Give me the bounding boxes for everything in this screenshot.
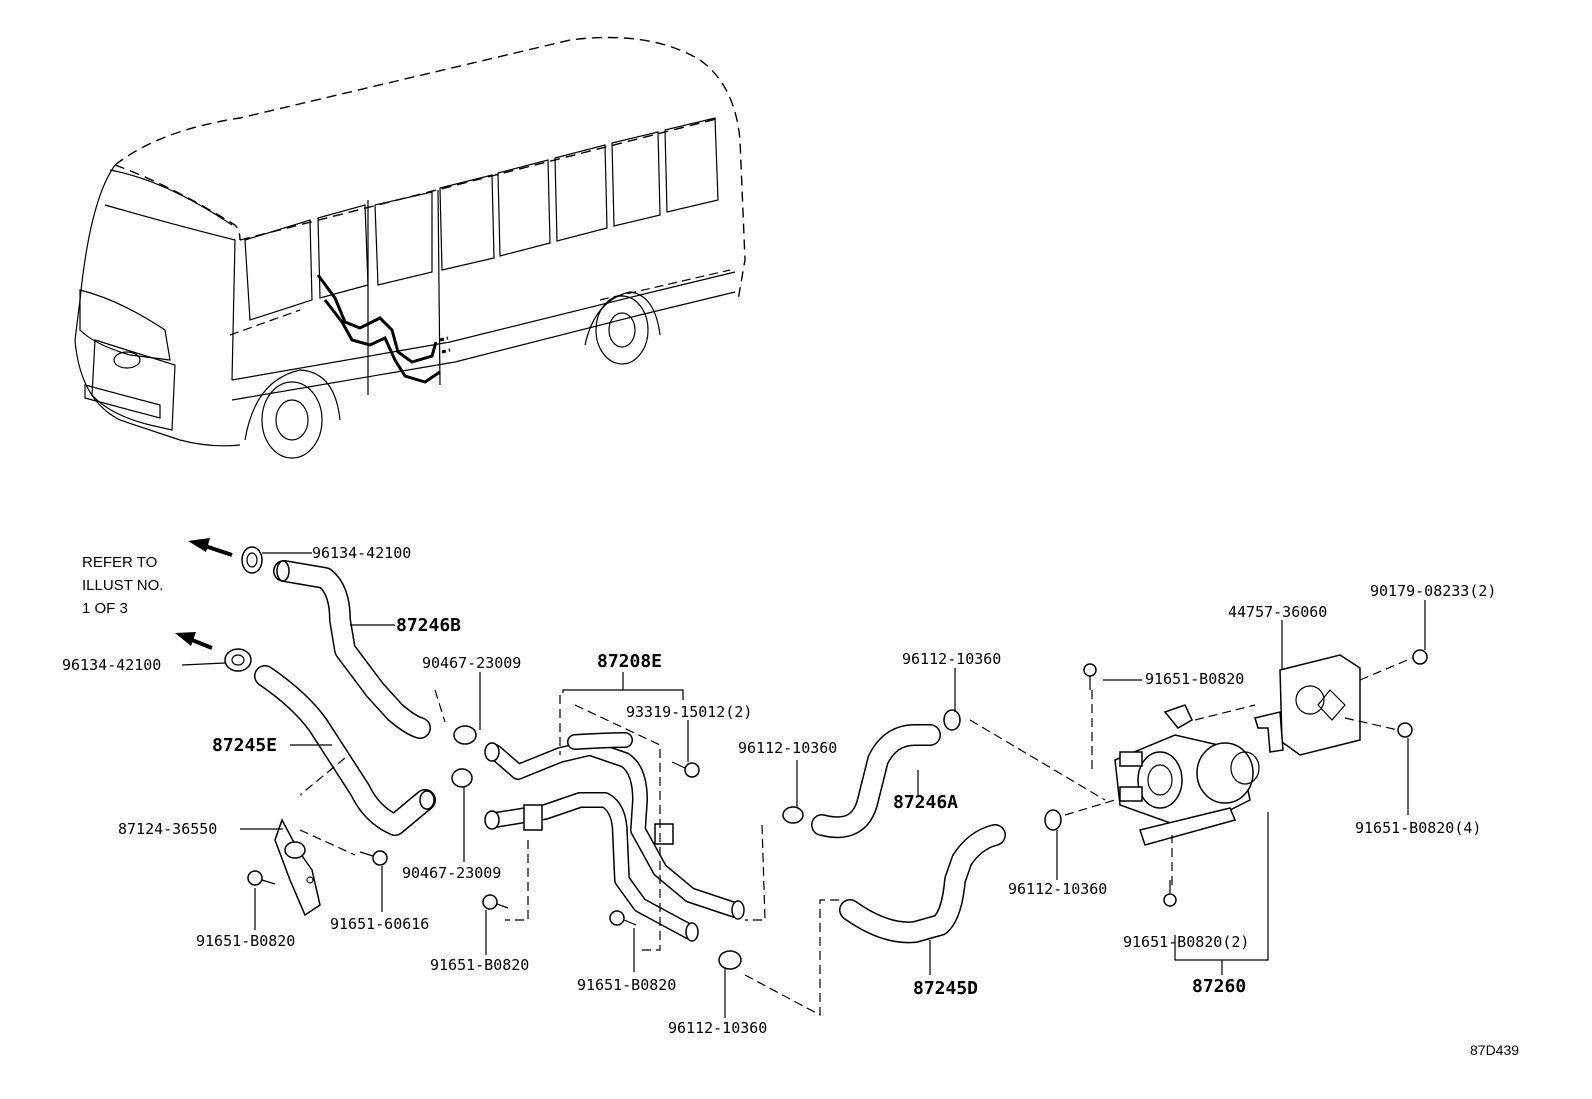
part-labels: 96134-42100 96134-42100 87246B 87245E 90… (62, 544, 1519, 1058)
label-pump-87260: 87260 (1192, 976, 1246, 997)
water-pump-87260 (1114, 704, 1260, 846)
label-clamp-top: 96134-42100 (312, 544, 411, 562)
label-bracket-44757: 44757-36060 (1228, 603, 1327, 621)
refer-arrow-upper (188, 538, 233, 557)
grommet-upper (453, 725, 477, 745)
clamp-top (241, 546, 263, 574)
label-clamp-mid-top: 96112-10360 (902, 650, 1001, 668)
note-line-3: 1 OF 3 (82, 600, 128, 617)
hose-87245D (839, 824, 1006, 944)
label-clamp-bottom: 96112-10360 (668, 1019, 767, 1037)
clamp-bottom (718, 950, 742, 970)
label-bolt-pump-top: 91651-B0820 (1145, 670, 1244, 688)
label-bolt-pump-2: 91651-B0820(2) (1123, 933, 1249, 951)
label-hose-87245E: 87245E (212, 735, 277, 756)
bracket-87124 (274, 818, 321, 917)
label-bolt-93319: 93319-15012(2) (626, 703, 752, 721)
clamp-mid-right (1044, 809, 1062, 831)
clamp-left (224, 648, 252, 672)
label-bolt-center-right: 91651-B0820 (577, 976, 676, 994)
clamp-mid-left (782, 806, 804, 824)
bolt-60616 (359, 850, 388, 866)
hose-87245E (254, 665, 436, 836)
label-nut-90179: 90179-08233(2) (1370, 582, 1496, 600)
bolt-center (482, 894, 509, 910)
bolt-center-right (609, 910, 637, 926)
note-line-1: REFER TO (82, 554, 157, 571)
label-bolt-60616: 91651-60616 (330, 915, 429, 933)
label-hose-87246A: 87246A (893, 792, 958, 813)
label-bolt-left-bottom: 91651-B0820 (196, 932, 295, 950)
label-bolt-bracket-4: 91651-B0820(4) (1355, 819, 1481, 837)
leader-lines (181, 552, 1426, 1018)
assembly-lines (299, 657, 1413, 1016)
bolt-93319 (671, 761, 700, 778)
figure-code: 87D439 (1470, 1042, 1519, 1058)
label-hose-87246B: 87246B (396, 615, 461, 636)
label-clamp-mid-left: 96112-10360 (738, 739, 837, 757)
label-grommet-upper: 90467-23009 (422, 654, 521, 672)
label-hose-87245D: 87245D (913, 978, 978, 999)
pipe-assy-87208E (484, 732, 745, 942)
label-pipe-assy: 87208E (597, 651, 662, 672)
label-clamp-left: 96134-42100 (62, 656, 161, 674)
bus-illustration (74, 36, 746, 459)
bolt-bracket-4 (1397, 722, 1413, 738)
bolt-left-bottom (247, 870, 276, 886)
bracket-44757 (1254, 654, 1361, 756)
refer-note: REFER TO ILLUST NO. 1 OF 3 (82, 538, 233, 650)
note-line-2: ILLUST NO. (82, 577, 163, 594)
label-bracket-87124: 87124-36550 (118, 820, 217, 838)
clamp-mid-top (943, 709, 961, 731)
grommet-lower (451, 768, 473, 788)
hose-87246B (273, 560, 431, 739)
hose-87246A (811, 724, 941, 839)
label-grommet-lower: 90467-23009 (402, 864, 501, 882)
label-clamp-mid-right: 96112-10360 (1008, 880, 1107, 898)
refer-arrow-lower (175, 632, 213, 650)
nut-90179 (1412, 649, 1428, 665)
bolt-pump-2 (1163, 880, 1177, 907)
bolt-pump-top (1083, 663, 1097, 690)
label-bolt-center: 91651-B0820 (430, 956, 529, 974)
